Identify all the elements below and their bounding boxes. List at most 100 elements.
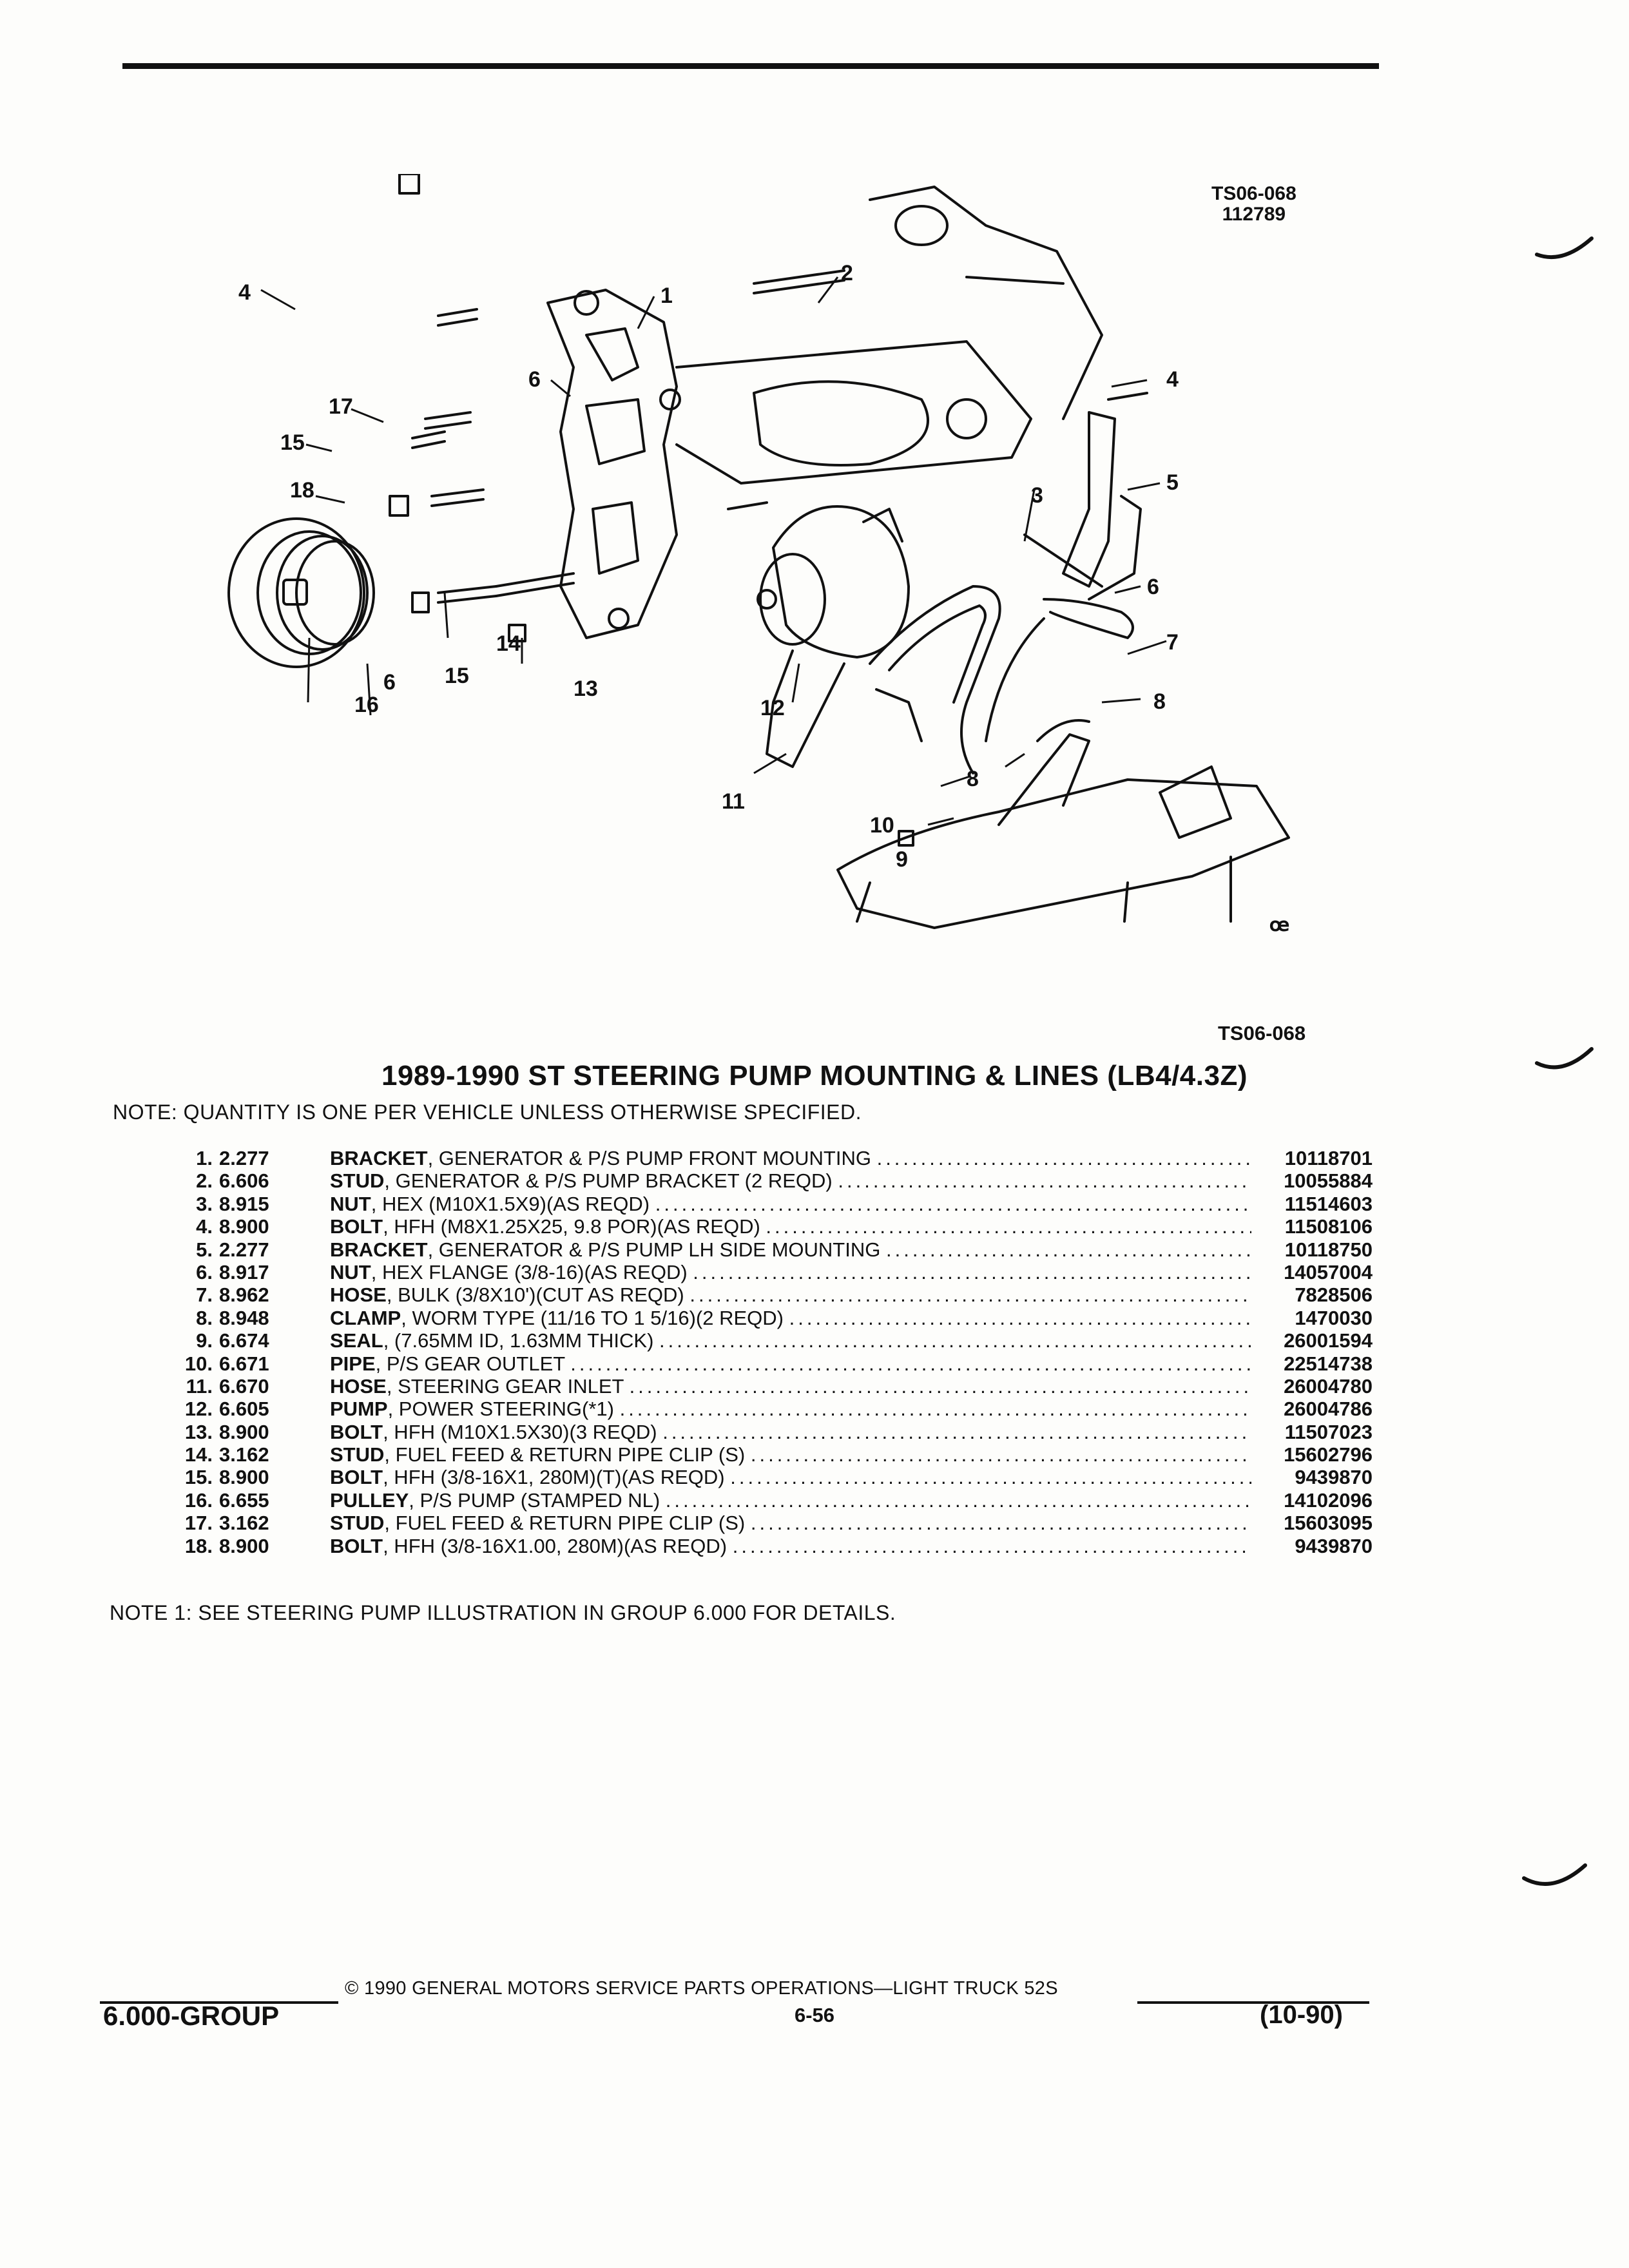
item-number: 1. [196,1147,213,1169]
group-number: 6.674 [219,1329,269,1352]
part-number: 11514603 [1284,1192,1373,1215]
fastener-drawing [389,174,1148,847]
part-number: 10118750 [1284,1238,1373,1261]
part-detail: , HEX (M10X1.5X9)(AS REQD) [371,1192,650,1215]
part-description: SEAL, (7.65MM ID, 1.63MM THICK) ........… [330,1329,1251,1352]
leader-dots: ........................................… [629,1374,1251,1398]
group-number: 6.670 [219,1374,269,1398]
callout-14: 14 [496,631,521,656]
part-name: BOLT [330,1420,383,1443]
side-bracket-drawing [1023,411,1142,601]
leader-dots: ........................................… [885,1238,1251,1261]
callout-18: 18 [290,478,314,503]
callout-1: 1 [660,284,673,308]
part-number: 26004780 [1284,1374,1373,1398]
part-description: STUD, FUEL FEED & RETURN PIPE CLIP (S) .… [330,1512,1251,1534]
callout-13: 13 [574,677,598,701]
callout-5: 5 [1166,470,1179,495]
footnote-1: NOTE 1: SEE STEERING PUMP ILLUSTRATION I… [110,1601,896,1624]
leader-dots: ........................................… [766,1215,1251,1238]
footer-rule-right [1137,2001,1369,2004]
part-name: BOLT [330,1534,383,1557]
group-number: 2.277 [219,1147,269,1169]
callout-6b: 6 [1147,575,1159,599]
part-description: BOLT, HFH (M10X1.5X30)(3 REQD) .........… [330,1421,1251,1443]
part-name: BRACKET [330,1238,428,1261]
part-description: PUMP, POWER STEERING(*1) ...............… [330,1398,1251,1420]
item-number: 6. [196,1260,213,1283]
part-detail: , FUEL FEED & RETURN PIPE CLIP (S) [384,1512,746,1535]
part-number: 15603095 [1284,1512,1373,1535]
margin-mark-3 [1522,1863,1587,1886]
part-number: 26004786 [1284,1398,1373,1421]
part-description: HOSE, BULK (3/8X10')(CUT AS REQD) ......… [330,1283,1251,1306]
front-bracket-drawing [546,289,681,639]
group-number: 8.915 [219,1192,269,1215]
leader-dots: ........................................… [789,1306,1251,1329]
item-number: 7. [196,1283,213,1307]
item-number: 17. [184,1512,213,1535]
part-description: BOLT, HFH (3/8-16X1, 280M)(T)(AS REQD) .… [330,1466,1251,1488]
part-detail: , HFH (M10X1.5X30)(3 REQD) [383,1420,657,1443]
part-description: PIPE, P/S GEAR OUTLET ..................… [330,1352,1251,1375]
part-name: HOSE [330,1374,387,1398]
part-description: STUD, FUEL FEED & RETURN PIPE CLIP (S) .… [330,1443,1251,1466]
part-name: NUT [330,1192,371,1215]
group-number: 8.962 [219,1283,269,1307]
part-name: PIPE [330,1352,376,1375]
part-name: NUT [330,1260,371,1283]
part-detail: , BULK (3/8X10')(CUT AS REQD) [386,1283,684,1307]
part-number: 14102096 [1284,1488,1373,1512]
power-steering-pump-drawing [757,505,910,658]
part-name: BOLT [330,1215,383,1238]
group-number: 2.277 [219,1238,269,1261]
item-number: 13. [184,1420,213,1443]
part-description: BOLT, HFH (M8X1.25X25, 9.8 POR)(AS REQD)… [330,1215,1251,1238]
margin-mark-2 [1535,1047,1594,1070]
leader-dots: ........................................… [732,1534,1251,1557]
parts-list-row: 7.8.962 HOSE, BULK (3/8X10')(CUT AS REQD)… [161,1283,1373,1306]
callout-3: 3 [1031,483,1043,508]
part-detail: , GENERATOR & P/S PUMP FRONT MOUNTING [427,1147,871,1169]
group-number: 8.900 [219,1215,269,1238]
item-number: 2. [196,1169,213,1193]
group-number: 6.655 [219,1488,269,1512]
callout-8: 8 [1153,689,1166,714]
footer-rule-left [100,2001,338,2004]
item-number: 9. [196,1329,213,1352]
part-name: BRACKET [330,1147,428,1169]
callout-4b: 4 [1166,367,1179,392]
item-number: 4. [196,1215,213,1238]
logo-mark: ꟹ [1269,914,1289,948]
figure-date-code: 112789 [1222,204,1286,225]
part-detail: , GENERATOR & P/S PUMP BRACKET (2 REQD) [384,1169,833,1193]
pulley-drawing [227,517,375,668]
part-detail: , HFH (3/8-16X1.00, 280M)(AS REQD) [383,1534,728,1557]
part-name: PULLEY [330,1488,409,1512]
item-number: 15. [184,1466,213,1489]
leader-dots: ........................................… [619,1398,1251,1421]
part-detail: , HFH (3/8-16X1, 280M)(T)(AS REQD) [383,1466,725,1489]
part-name: CLAMP [330,1306,401,1329]
callout-16: 16 [354,693,379,717]
group-number: 8.900 [219,1534,269,1557]
part-name: HOSE [330,1283,387,1307]
part-number: 1470030 [1295,1306,1373,1329]
callout-4: 4 [238,280,251,305]
part-name: STUD [330,1512,385,1535]
group-number: 8.900 [219,1420,269,1443]
part-number: 22514738 [1284,1352,1373,1375]
quantity-note: NOTE: QUANTITY IS ONE PER VEHICLE UNLESS… [113,1100,862,1124]
figure-id: TS06-068 [1211,183,1296,204]
hose-drawing [766,585,1134,774]
callout-15b: 15 [445,664,469,688]
figure-id-block: TS06-068 112789 [1211,184,1296,225]
steering-gear-drawing [836,719,1290,929]
part-description: NUT, HEX (M10X1.5X9)(AS REQD) ..........… [330,1193,1251,1215]
